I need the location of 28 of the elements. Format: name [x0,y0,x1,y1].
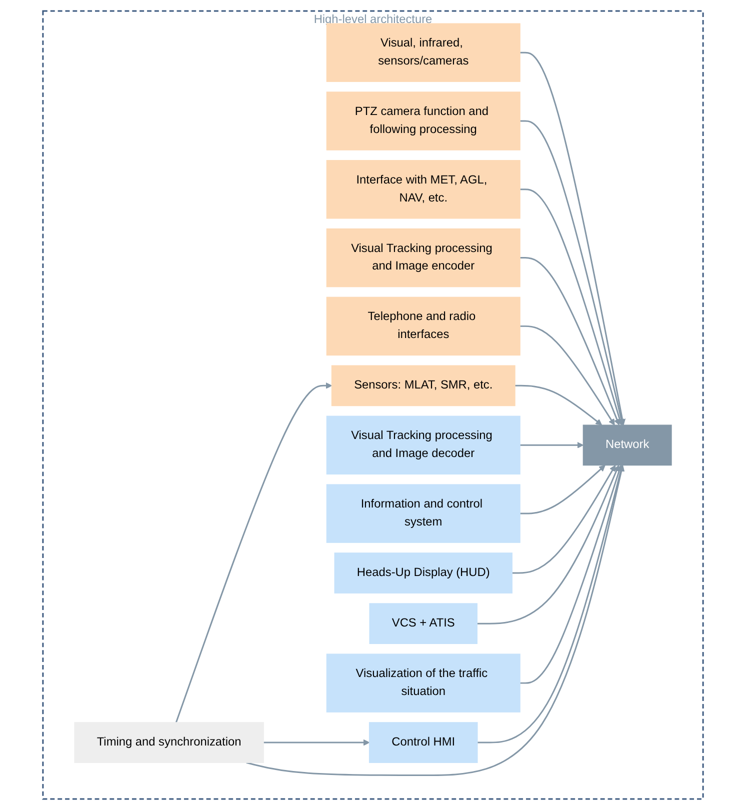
arrow [520,464,622,684]
node-box: Heads-Up Display (HUD) [334,552,512,593]
node-box: Sensors: MLAT, SMR, etc. [331,364,516,406]
node-box: VCS + ATIS [369,602,478,644]
arrow [246,464,625,776]
arrow [520,120,624,425]
arrow [512,464,616,574]
node-box: Visual Tracking processing and Image encoder [326,228,520,287]
node-box: Network [582,424,672,466]
arrow [264,738,370,746]
arrow [477,464,620,624]
arrow [520,256,620,425]
arrow [520,188,623,425]
node-box: Information and control system [326,484,520,542]
arrow [514,384,602,425]
arrow [175,382,332,722]
node-box: Visual Tracking processing and Image decoder [326,415,520,474]
arrow [520,324,615,425]
node-box: PTZ camera function and following processing [326,91,520,150]
arrow [520,464,606,514]
node-box: Timing and synchronization [74,722,264,762]
arrow [520,51,626,425]
arrow [477,464,624,743]
node-box: Control HMI [368,722,478,762]
node-box: Interface with MET, AGL, NAV, etc. [326,160,520,218]
arrow [520,441,584,448]
node-box: Telephone and radio interfaces [326,296,520,356]
node-box: Visualization of the traffic situation [326,653,520,712]
